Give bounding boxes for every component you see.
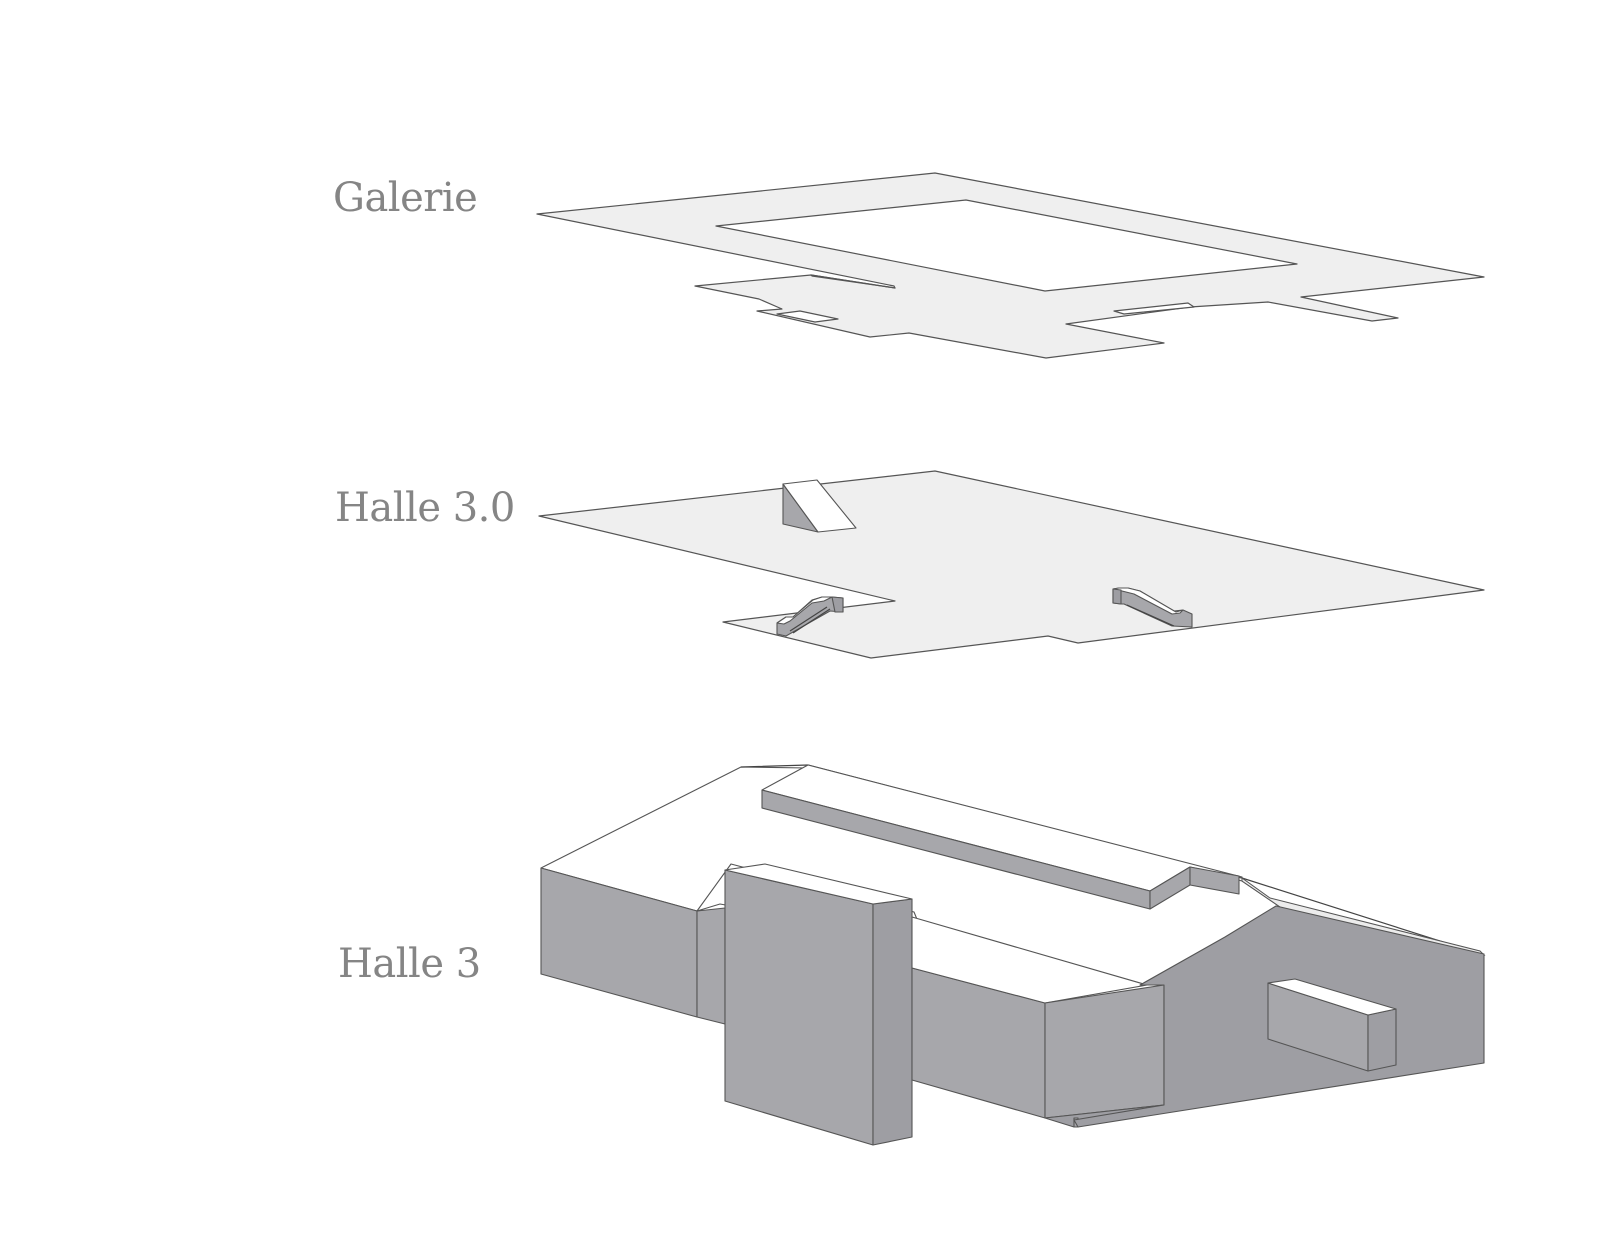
galerie-slot-opening [810,274,896,289]
escalator-right [1112,587,1193,628]
escalator-left [776,596,844,637]
galerie-floor-plate [536,172,1485,359]
roof-skylight-band [761,764,1243,910]
ramp-block [782,479,857,533]
halle-3-0-floor-plate [538,470,1485,659]
tower-slab-top [724,863,913,905]
layer-label-halle-3: Halle 3 [338,941,481,987]
layer-label-galerie: Galerie [333,175,478,221]
tower-slab-side [872,898,913,1146]
east-block-front [1044,984,1165,1119]
tower-slab-front [724,869,874,1146]
east-facade-box [1267,978,1397,1072]
layer-label-halle-3-0: Halle 3.0 [335,485,515,531]
galerie-opening-left [776,310,839,323]
galerie-opening-right [1113,302,1195,315]
galerie-atrium-void [715,199,1298,292]
halle-3-building-volume [540,764,1486,1146]
